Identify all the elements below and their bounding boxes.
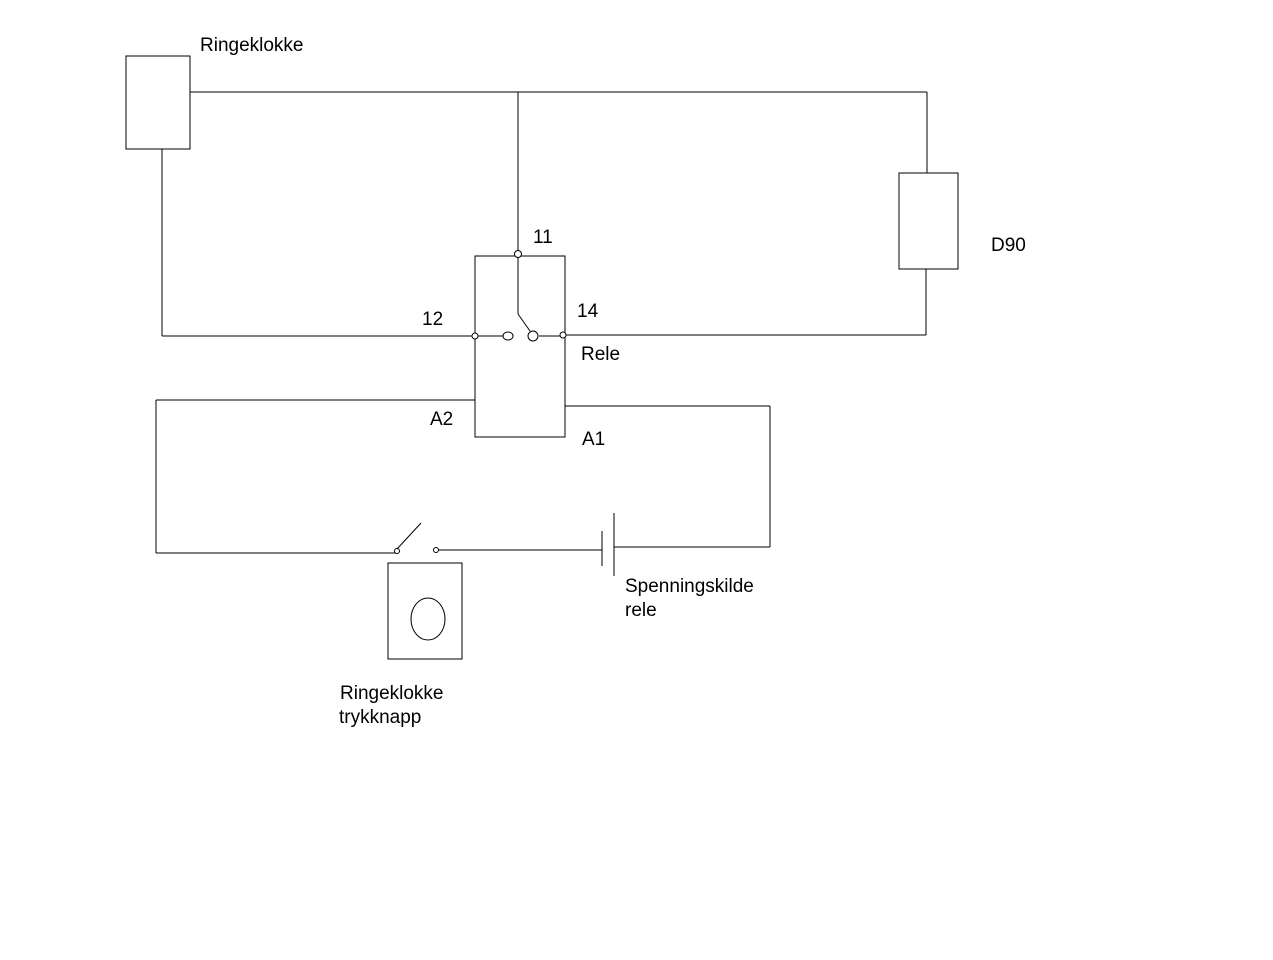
label-terminal-11: 11 xyxy=(533,227,553,248)
relay-contact-12 xyxy=(502,331,514,341)
relay-box xyxy=(474,255,566,438)
relay-contact-14 xyxy=(527,330,539,342)
label-ringeklokke: Ringeklokke xyxy=(200,35,304,56)
label-terminal-14: 14 xyxy=(577,301,599,322)
switch-contact-right xyxy=(433,547,439,553)
terminal-14 xyxy=(559,331,567,339)
label-trykknapp-line2: trykknapp xyxy=(339,707,421,728)
push-button-box xyxy=(387,562,463,660)
label-terminal-12: 12 xyxy=(422,309,443,330)
label-spenningskilde-line2: rele xyxy=(625,600,657,621)
push-button-knob xyxy=(410,597,446,641)
switch-lever xyxy=(396,522,422,550)
label-a2: A2 xyxy=(430,409,453,430)
terminal-11 xyxy=(514,250,522,258)
label-d90: D90 xyxy=(991,235,1026,256)
label-spenningskilde-line1: Spenningskilde xyxy=(625,576,754,597)
switch-contact-left xyxy=(394,548,400,554)
d90-box xyxy=(898,172,959,270)
label-trykknapp-line1: Ringeklokke xyxy=(340,683,444,704)
terminal-12 xyxy=(471,332,479,340)
label-rele: Rele xyxy=(581,344,620,365)
doorbell-box xyxy=(125,55,191,150)
relay-switch-arm xyxy=(517,313,531,332)
label-a1: A1 xyxy=(582,429,605,450)
